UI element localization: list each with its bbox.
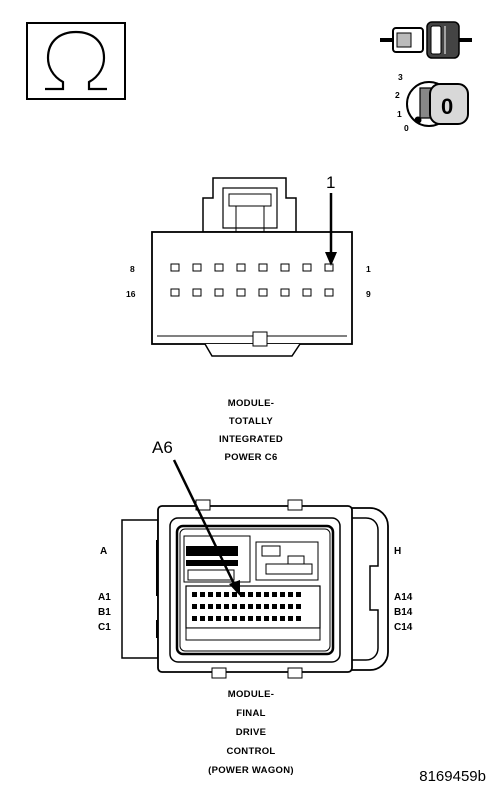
c6-caption-line-3: INTEGRATED	[219, 434, 283, 445]
disconnected-connector-icon	[380, 21, 472, 59]
fdc-pin-row-c	[192, 616, 301, 621]
fdc-caption-line-3: DRIVE	[236, 727, 267, 738]
ignition-position-2: 2	[395, 90, 400, 100]
ignition-key-label: 0	[441, 94, 453, 119]
fdc-row-label-a1: A1	[98, 592, 111, 603]
connector-c6: 8 1 16 9 1	[126, 173, 371, 357]
ignition-position-1: 1	[397, 109, 402, 119]
fdc-pin-row-a	[192, 592, 301, 597]
fdc-callout-a6: A6	[152, 438, 173, 457]
fdc-pin-row-b	[192, 604, 301, 609]
ignition-key-icon: 3 2 1 0 0	[395, 72, 469, 133]
arrow-head-icon	[325, 252, 337, 266]
c6-caption-line-1: MODULE-	[228, 398, 274, 409]
c6-caption-line-4: POWER C6	[224, 452, 277, 463]
fdc-row-label-b14: B14	[394, 607, 413, 618]
fdc-row-label-h: H	[394, 546, 401, 557]
c6-pin-label-1: 1	[366, 264, 371, 274]
c6-pin-row-top	[170, 263, 334, 272]
c6-pin-label-16: 16	[126, 289, 136, 299]
fdc-caption-line-1: MODULE-	[228, 689, 274, 700]
c6-pin-label-9: 9	[366, 289, 371, 299]
c6-caption: MODULE- TOTALLY INTEGRATED POWER C6	[219, 398, 283, 463]
figure-id: 8169459b	[419, 768, 486, 785]
fdc-caption-line-2: FINAL	[236, 708, 265, 719]
arrow-head-icon	[229, 580, 240, 596]
fdc-row-label-c14: C14	[394, 622, 413, 633]
fdc-row-label-a14: A14	[394, 592, 413, 603]
c6-callout-1: 1	[326, 173, 335, 192]
fdc-caption-line-5: (POWER WAGON)	[208, 765, 294, 776]
fdc-row-label-c1: C1	[98, 622, 111, 633]
c6-pin-label-8: 8	[130, 264, 135, 274]
ignition-position-0: 0	[404, 123, 409, 133]
ohm-symbol-icon	[26, 22, 126, 100]
connector-fdc: A A1 B1 C1 H A14 B14 C14 A6	[98, 438, 413, 679]
fdc-caption-line-4: CONTROL	[226, 746, 275, 757]
fdc-row-label-b1: B1	[98, 607, 111, 618]
c6-caption-line-2: TOTALLY	[229, 416, 274, 427]
fdc-row-label-a: A	[100, 546, 107, 557]
ignition-position-3: 3	[398, 72, 403, 82]
fdc-caption: MODULE- FINAL DRIVE CONTROL (POWER WAGON…	[208, 689, 294, 776]
c6-pin-row-bottom	[170, 288, 334, 297]
